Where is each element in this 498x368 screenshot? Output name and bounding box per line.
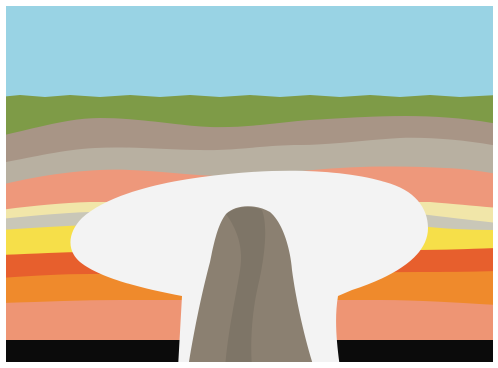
diagram-canvas — [0, 0, 498, 368]
cross-section-diagram — [0, 0, 498, 368]
